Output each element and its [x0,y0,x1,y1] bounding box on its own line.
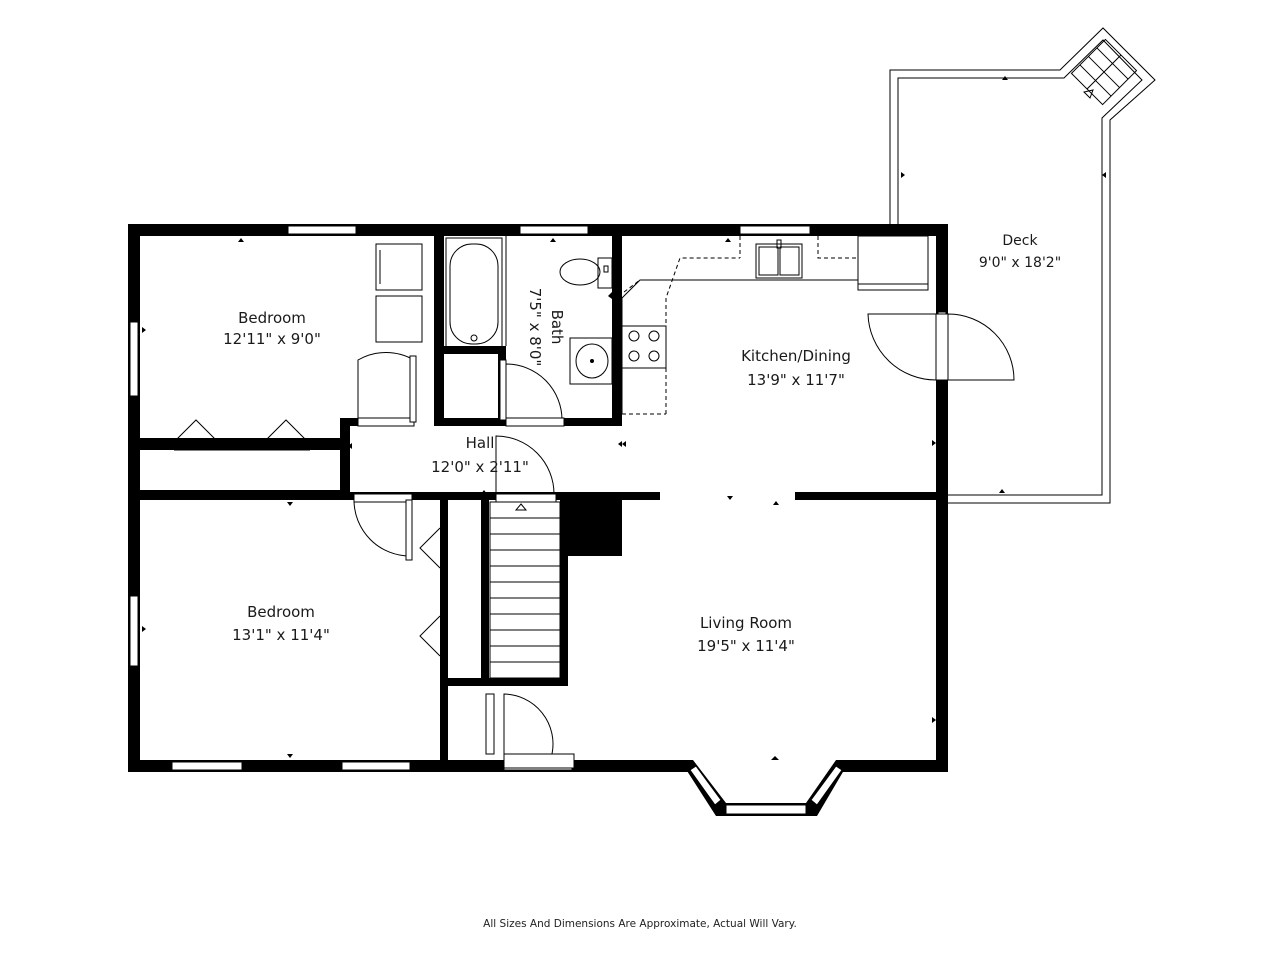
bath-fixtures [445,236,613,385]
kitchen-name: Kitchen/Dining [741,347,851,365]
wall-markers [142,76,1106,760]
hall-dims: 12'0" x 2'11" [431,458,529,476]
bath-dims: 7'5" x 8'0" [526,288,544,367]
bay-window [680,760,850,816]
kitchen-dims: 13'9" x 11'7" [747,371,845,389]
bath-name: Bath [548,310,566,345]
stairs [489,501,561,679]
living-name: Living Room [700,614,792,632]
deck-outline [889,27,1156,504]
room-labels: Bedroom 12'11" x 9'0" Bath 7'5" x 8'0" K… [223,233,1061,655]
hall-name: Hall [466,434,495,452]
bedroom1-dims: 12'11" x 9'0" [223,330,321,348]
bedroom-furniture [375,243,423,343]
doors [174,313,1015,769]
bedroom2-dims: 13'1" x 11'4" [232,626,330,644]
kitchen-counters [621,235,929,415]
deck-name: Deck [1002,233,1038,249]
bedroom1-name: Bedroom [238,309,306,327]
living-dims: 19'5" x 11'4" [697,637,795,655]
disclaimer: All Sizes And Dimensions Are Approximate… [483,918,797,930]
bedroom2-name: Bedroom [247,603,315,621]
deck-dims: 9'0" x 18'2" [979,255,1061,271]
